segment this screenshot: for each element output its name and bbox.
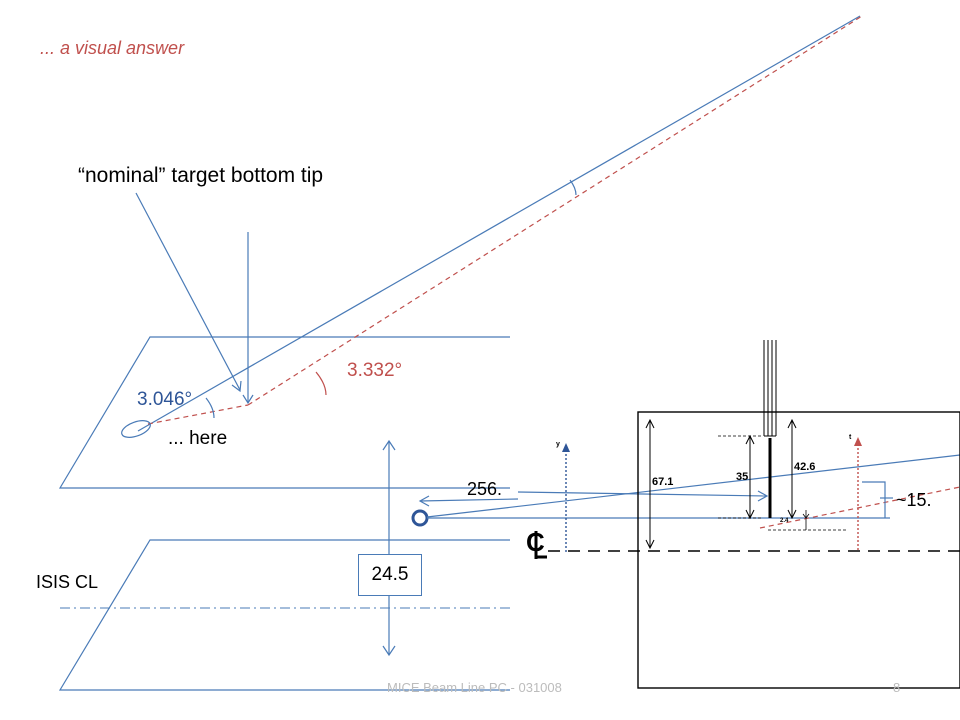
inset-box — [637, 411, 960, 689]
dim-24-label: 2.4 — [780, 518, 789, 524]
distance-256-label: 256. — [467, 479, 503, 499]
red-trajectory-line — [147, 404, 249, 425]
centre-line-symbol: C — [526, 527, 547, 559]
target-tip-ellipse — [121, 420, 151, 438]
angle-red-label: 3.332° — [347, 360, 403, 381]
dim-426-label: 42.6 — [794, 461, 816, 473]
angle-arc-top — [569, 179, 577, 196]
upper-plane — [58, 336, 510, 489]
distance-245-box: 24.5 — [358, 554, 422, 596]
bracket-15 — [862, 481, 886, 518]
arrow-to-target — [517, 491, 767, 497]
dim-35-label: 35 — [736, 471, 749, 483]
beam-line-upper — [426, 454, 960, 518]
red-trajectory-line-long — [247, 15, 863, 406]
distance-15-label: ~15. — [896, 490, 932, 510]
lower-plane — [58, 539, 510, 691]
beam-line-red — [759, 486, 960, 529]
t-axis-label: t — [849, 434, 852, 441]
dim-671-label: 67.1 — [652, 476, 674, 488]
page-number: 8 — [893, 680, 901, 695]
distance-256-arrow — [419, 498, 519, 502]
slide-title: ... a visual answer — [40, 38, 185, 58]
y-axis-label: y — [556, 441, 560, 448]
angle-arc-red — [315, 371, 327, 396]
isis-cl-label: ISIS CL — [36, 572, 99, 592]
here-label: ... here — [168, 428, 228, 449]
cl-symbol-mark — [534, 531, 547, 559]
footer-text: MICE Beam Line PC - 031008 — [387, 680, 562, 695]
angle-blue-label: 3.046° — [137, 389, 193, 410]
blue-trajectory-line — [137, 15, 861, 432]
beam-circle — [411, 509, 429, 527]
angle-arc-blue — [205, 397, 215, 419]
nominal-target-label: “nominal” target bottom tip — [78, 164, 324, 187]
nominal-pointer-arrow — [135, 192, 241, 391]
